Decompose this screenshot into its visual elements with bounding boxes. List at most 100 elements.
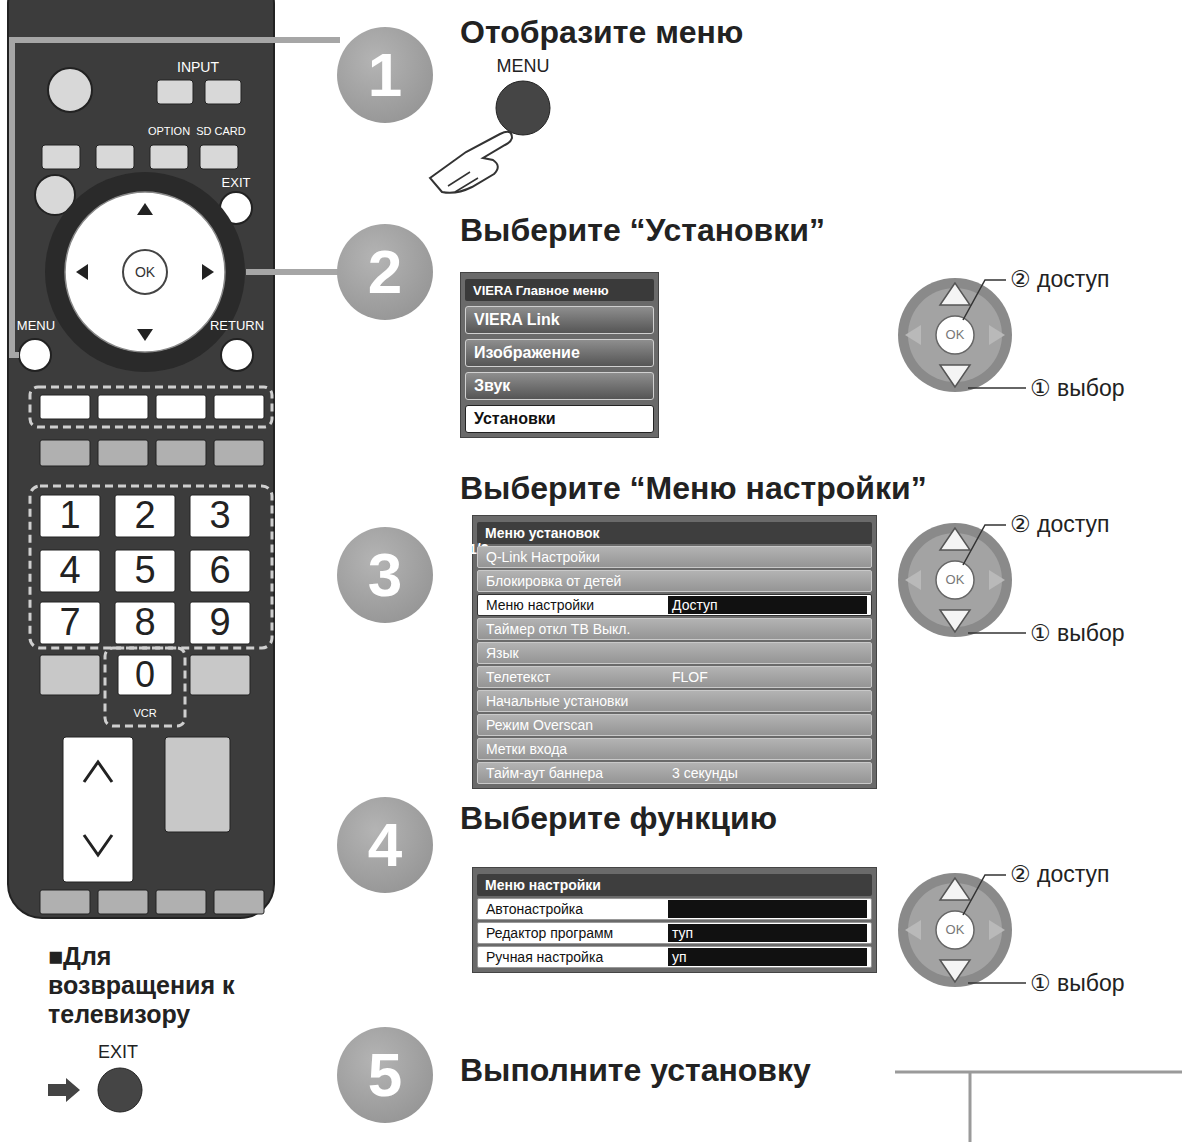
hand-icon (430, 132, 512, 193)
callout-text: ② доступ (1010, 266, 1109, 292)
menu-row: Установки (465, 405, 654, 433)
value-cell: уп (668, 948, 867, 966)
menu-row: Ручная настройкауп (477, 946, 872, 968)
value-cell: 3 секунды (668, 764, 867, 782)
menu-screen: VIERA Главное менюVIERA LinkИзображениеЗ… (460, 272, 659, 438)
menu-row: Начальные установки (477, 690, 872, 712)
menu-row: Режим Overscan (477, 714, 872, 736)
menu-value: туп (672, 925, 871, 941)
menu-item: Таймер откл ТВ Выкл. (486, 621, 879, 637)
menu-item: Меню настройки (485, 877, 880, 893)
menu-row: Автонастройка (477, 898, 872, 920)
key-digit: 5 (134, 549, 155, 593)
step-number: 1 (368, 44, 402, 106)
menu-item: VIERA Link (474, 311, 661, 329)
step-number: 4 (368, 814, 402, 876)
menu-value: уп (672, 949, 871, 965)
button-label: MENU (17, 319, 55, 334)
button-label: OK (135, 264, 155, 280)
step-number: 3 (368, 544, 402, 606)
arrow-icon (48, 1078, 80, 1102)
menu-value: FLOF (672, 669, 871, 685)
menu-row: Язык (477, 642, 872, 664)
menu-screen: Меню настройкиАвтонастройкаРедактор прог… (472, 867, 877, 973)
pointer-line (12, 40, 340, 355)
step-number: 5 (368, 1044, 402, 1106)
callout-text: ② доступ (1010, 511, 1109, 537)
menu-item: Начальные установки (486, 693, 879, 709)
key-digit: 3 (209, 494, 230, 538)
menu-row: Таймер откл ТВ Выкл. (477, 618, 872, 640)
exit-button (98, 1068, 142, 1112)
button-label: EXIT (98, 1042, 138, 1063)
menu-row: ТелетекстFLOF (477, 666, 872, 688)
key-digit: 2 (134, 494, 155, 538)
menu-value: Доступ (672, 597, 871, 613)
menu-item: Установки (474, 410, 661, 428)
menu-row: Q-Link Настройки (477, 546, 872, 568)
menu-item: Режим Overscan (486, 717, 879, 733)
menu-row: Тайм-аут баннера3 секунды (477, 762, 872, 784)
menu-item: VIERA Главное меню (473, 283, 662, 298)
menu-button (496, 81, 550, 135)
button-label: EXIT (222, 176, 251, 191)
button-label: RETURN (210, 319, 264, 334)
key-digit: 0 (135, 654, 155, 695)
button-label: VCR (133, 707, 156, 720)
menu-screen: Меню установок1/2Q-Link НастройкиБлокиро… (472, 515, 877, 789)
nav-pad (898, 873, 1012, 987)
menu-row: Изображение (465, 339, 654, 367)
button-label: INPUT (177, 59, 219, 75)
step-circle: 4 (337, 797, 433, 893)
callout-text: ① выбор (1030, 375, 1125, 401)
callout-text: ① выбор (1030, 620, 1125, 646)
menu-row: VIERA Главное меню (465, 279, 654, 301)
step-heading: Выполните установку (460, 1052, 811, 1089)
menu-row: Меню настройки (477, 874, 872, 896)
menu-row: Меню настройкиДоступ (477, 594, 872, 616)
pointer-line (246, 269, 340, 275)
menu-item: Изображение (474, 344, 661, 362)
key-digit: 6 (209, 549, 230, 593)
step-circle: 2 (337, 224, 433, 320)
menu-row: VIERA Link (465, 306, 654, 334)
value-cell: туп (668, 924, 867, 942)
step-heading: Выберите “Меню настройки” (460, 470, 927, 507)
button-label: OPTION (148, 125, 190, 138)
step-heading: Отобразите меню (460, 14, 743, 51)
button-label: OK (946, 923, 965, 938)
nav-pad (898, 278, 1012, 392)
button-label: OK (946, 328, 965, 343)
button-label: OK (946, 573, 965, 588)
value-cell: FLOF (668, 668, 867, 686)
note-text: ■Для возвращения к телевизору (48, 942, 263, 1028)
menu-item: Язык (486, 645, 879, 661)
step-circle: 5 (337, 1027, 433, 1123)
value-cell (668, 900, 867, 918)
menu-item: Звук (474, 377, 661, 395)
key-digit: 9 (209, 601, 230, 645)
menu-row: Меню установок1/2 (477, 522, 872, 544)
key-digit: 4 (59, 549, 80, 593)
step-heading: Выберите функцию (460, 800, 777, 837)
step-circle: 3 (337, 527, 433, 623)
menu-item: Блокировка от детей (486, 573, 879, 589)
step-line (895, 1072, 1182, 1142)
button-label: SD CARD (196, 125, 246, 138)
callout-text: ① выбор (1030, 970, 1125, 996)
value-cell: Доступ (668, 596, 867, 614)
nav-pad (898, 523, 1012, 637)
step-number: 2 (368, 241, 402, 303)
menu-item: Меню установок (485, 525, 880, 541)
step-heading: Выберите “Установки” (460, 212, 825, 249)
menu-item: Метки входа (486, 741, 879, 757)
key-digit: 8 (134, 601, 155, 645)
callout-text: ② доступ (1010, 861, 1109, 887)
menu-row: Блокировка от детей (477, 570, 872, 592)
menu-row: Метки входа (477, 738, 872, 760)
menu-row: Редактор программтуп (477, 922, 872, 944)
step-circle: 1 (337, 27, 433, 123)
menu-value: 3 секунды (672, 765, 871, 781)
menu-row: Звук (465, 372, 654, 400)
